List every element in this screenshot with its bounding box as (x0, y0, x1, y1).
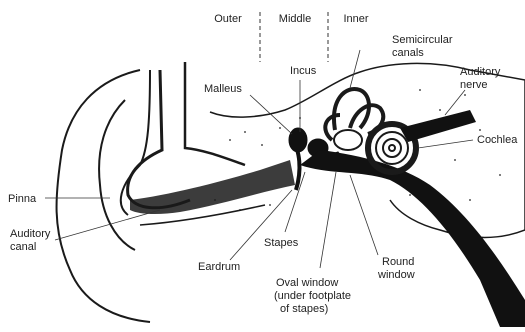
leader-lines (45, 50, 473, 268)
label-round-window: Round window (377, 256, 417, 281)
label-cochlea: Cochlea (477, 134, 518, 146)
region-inner-label: Inner (343, 13, 368, 25)
label-auditory-nerve: Auditory nerve (460, 66, 503, 91)
region-middle-label: Middle (279, 13, 311, 25)
label-semicircular-canals: Semicircular canals (392, 34, 456, 59)
label-eardrum: Eardrum (198, 261, 240, 273)
region-outer-label: Outer (214, 13, 242, 25)
label-auditory-canal: Auditory canal (10, 228, 53, 253)
auditory-nerve-shape (400, 110, 476, 142)
pinna-outline (57, 70, 150, 322)
concha (128, 70, 190, 208)
label-incus: Incus (290, 65, 317, 77)
label-oval-window: Oval window (under footplate of stapes) (274, 277, 354, 315)
malleus-shape (289, 128, 307, 152)
label-pinna: Pinna (8, 193, 37, 205)
vestibule-shape (334, 130, 362, 150)
label-malleus: Malleus (204, 83, 242, 95)
label-stapes: Stapes (264, 237, 299, 249)
